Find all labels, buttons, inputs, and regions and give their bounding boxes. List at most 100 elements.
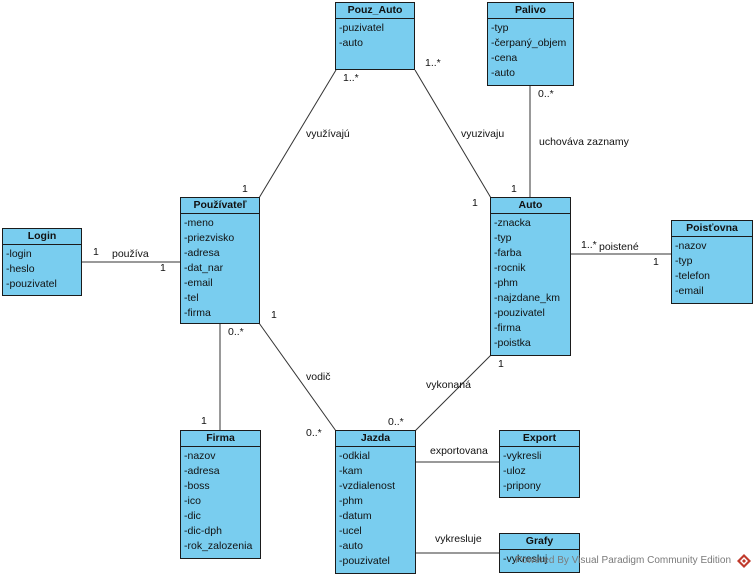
class-attribute: -dic xyxy=(184,510,201,522)
class-title: Používateľ xyxy=(181,198,259,214)
class-attribute: -auto xyxy=(339,37,363,49)
class-attribute: -vykresli xyxy=(503,450,542,462)
association-name: poistené xyxy=(599,241,639,253)
class-attribute: -vzdialenost xyxy=(339,480,396,492)
multiplicity-label: 1..* xyxy=(425,57,441,69)
multiplicity-label: 0..* xyxy=(538,88,554,100)
class-attribute: -rok_zalozenia xyxy=(184,540,253,552)
association-line-pouzivatel-pouzauto xyxy=(258,69,337,199)
multiplicity-label: 1 xyxy=(271,309,277,321)
multiplicity-label: 0..* xyxy=(388,416,404,428)
class-attribute: -puzivatel xyxy=(339,22,384,34)
class-attribute: -meno xyxy=(184,217,214,229)
class-title: Firma xyxy=(181,431,260,447)
class-attribute: -čerpaný_objem xyxy=(491,37,567,49)
class-attribute: -heslo xyxy=(6,263,35,275)
class-palivo[interactable]: Palivo -typ -čerpaný_objem -cena -auto xyxy=(487,2,574,86)
multiplicity-label: 1 xyxy=(498,358,504,370)
class-title: Poisťovna xyxy=(672,221,752,237)
class-attribute: -ucel xyxy=(339,525,362,537)
class-attribute: -firma xyxy=(494,322,521,334)
class-attribute: -priezvisko xyxy=(184,232,235,244)
class-attribute: -nazov xyxy=(184,450,216,462)
multiplicity-label: 1..* xyxy=(343,72,359,84)
class-login[interactable]: Login -login -heslo -pouzivatel xyxy=(2,228,82,296)
class-title: Export xyxy=(500,431,579,447)
class-attribute: -telefon xyxy=(675,270,711,282)
class-attribute: -dic-dph xyxy=(184,525,222,537)
class-attribute: -email xyxy=(184,277,213,289)
class-attribute: -uloz xyxy=(503,465,526,477)
class-attribute: -odkial xyxy=(339,450,370,462)
class-attribute: -typ xyxy=(675,255,693,267)
class-grafy[interactable]: Grafy -vykresluj xyxy=(499,533,580,573)
class-attribute: -ico xyxy=(184,495,201,507)
class-auto[interactable]: Auto -znacka -typ -farba -rocnik -phm -n… xyxy=(490,197,571,356)
class-attribute: -adresa xyxy=(184,465,220,477)
class-title: Jazda xyxy=(336,431,415,447)
class-attribute: -datum xyxy=(339,510,372,522)
class-attribute: -znacka xyxy=(494,217,531,229)
multiplicity-label: 0..* xyxy=(306,427,322,439)
multiplicity-label: 1 xyxy=(242,183,248,195)
association-name: vyuzivaju xyxy=(461,128,505,140)
association-name: exportovana xyxy=(430,445,488,457)
class-title: Login xyxy=(3,229,81,245)
watermark-text: Powered By Visual Paradigm Community Edi… xyxy=(515,555,732,566)
class-attribute: -auto xyxy=(491,67,515,79)
class-attribute: -poistka xyxy=(494,337,531,349)
multiplicity-label: 0..* xyxy=(228,326,244,338)
multiplicity-label: 1 xyxy=(201,415,207,427)
multiplicity-label: 1 xyxy=(511,183,517,195)
class-export[interactable]: Export -vykresli -uloz -pripony xyxy=(499,430,580,498)
class-title: Pouz_Auto xyxy=(336,3,414,19)
association-name: využívajú xyxy=(306,128,350,140)
class-attribute: -dat_nar xyxy=(184,262,224,274)
class-title: Grafy xyxy=(500,534,579,550)
class-attribute: -tel xyxy=(184,292,199,304)
class-attribute: -firma xyxy=(184,307,211,319)
association-line-pouzivatel-jazda xyxy=(258,322,337,432)
class-attribute: -adresa xyxy=(184,247,220,259)
class-attribute: -pripony xyxy=(503,480,541,492)
class-attribute: -auto xyxy=(339,540,363,552)
multiplicity-label: 1 xyxy=(472,197,478,209)
class-attribute: -login xyxy=(6,248,32,260)
class-attribute: -vykresluj xyxy=(503,553,548,565)
class-attribute: -pouzivatel xyxy=(494,307,545,319)
multiplicity-label: 1..* xyxy=(581,239,597,251)
class-pouzivatel[interactable]: Používateľ -meno -priezvisko -adresa -da… xyxy=(180,197,260,324)
class-poistovna[interactable]: Poisťovna -nazov -typ -telefon -email xyxy=(671,220,753,304)
class-pouz-auto[interactable]: Pouz_Auto -puzivatel -auto xyxy=(335,2,415,70)
multiplicity-label: 1 xyxy=(160,262,166,274)
multiplicity-label: 1 xyxy=(653,256,659,268)
class-attribute: -najzdane_km xyxy=(494,292,560,304)
class-attribute: -boss xyxy=(184,480,210,492)
association-line-pouzauto-auto xyxy=(414,69,492,199)
association-name: vykonaná xyxy=(426,379,471,391)
association-name: uchováva zaznamy xyxy=(539,136,629,148)
class-attribute: -email xyxy=(675,285,704,297)
class-attribute: -kam xyxy=(339,465,363,477)
class-attribute: -pouzivatel xyxy=(6,278,57,290)
class-attribute: -farba xyxy=(494,247,522,259)
visual-paradigm-logo-icon xyxy=(737,554,751,568)
class-attribute: -nazov xyxy=(675,240,707,252)
association-name: vodič xyxy=(306,371,331,383)
class-title: Palivo xyxy=(488,3,573,19)
class-attribute: -phm xyxy=(494,277,518,289)
class-title: Auto xyxy=(491,198,570,214)
class-firma[interactable]: Firma -nazov -adresa -boss -ico -dic -di… xyxy=(180,430,261,559)
class-attribute: -pouzivatel xyxy=(339,555,390,567)
class-attribute: -typ xyxy=(491,22,509,34)
class-attribute: -typ xyxy=(494,232,512,244)
class-jazda[interactable]: Jazda -odkial -kam -vzdialenost -phm -da… xyxy=(335,430,416,574)
association-name: používa xyxy=(112,248,149,260)
association-name: vykresluje xyxy=(435,533,482,545)
multiplicity-label: 1 xyxy=(93,246,99,258)
association-line-auto-jazda xyxy=(414,354,492,432)
class-attribute: -phm xyxy=(339,495,363,507)
class-attribute: -cena xyxy=(491,52,518,64)
